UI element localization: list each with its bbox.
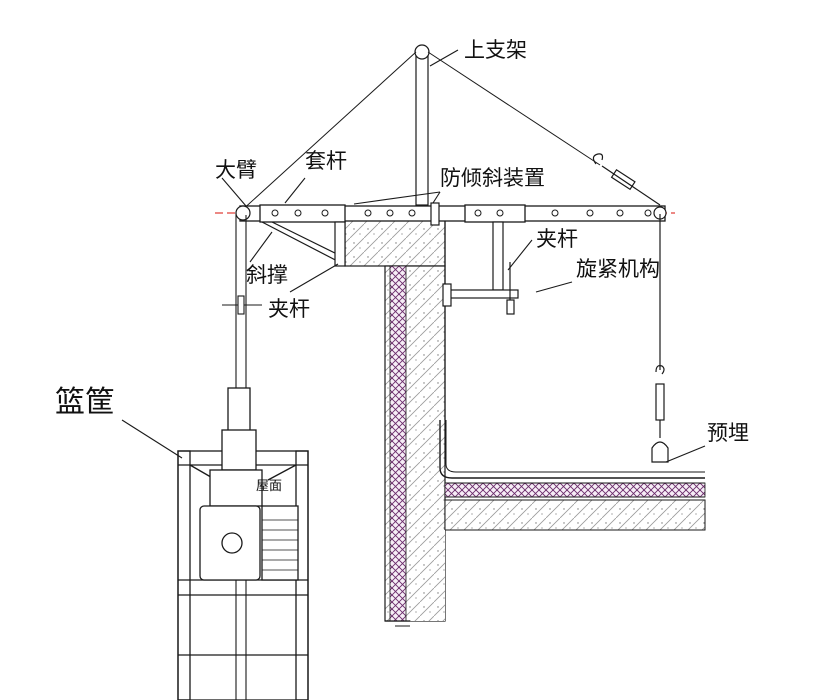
- label-upper-frame: 上支架: [464, 38, 527, 62]
- label-anti-tilt: 防倾斜装置: [440, 166, 545, 190]
- label-roof: 屋面: [256, 479, 282, 494]
- leader-lines: [121, 49, 706, 463]
- label-clamp-rod-left: 夹杆: [268, 297, 310, 321]
- label-tensioner: 旋紧机构: [576, 257, 660, 281]
- clamp-rod-right: [442, 221, 519, 315]
- tensioner: [592, 153, 669, 463]
- label-big-arm: 大臂: [215, 158, 257, 182]
- diagonal-brace: [261, 221, 346, 267]
- label-clamp-rod-right: 夹杆: [536, 227, 578, 251]
- label-embedded: 预埋: [707, 421, 749, 445]
- upper-frame: [239, 44, 601, 213]
- main-arm-beam: [235, 202, 667, 226]
- building-wall: [344, 217, 706, 627]
- label-sleeve-rod: 套杆: [305, 149, 347, 173]
- label-basket: 篮筐: [55, 385, 115, 420]
- basket: [177, 387, 309, 700]
- label-diagonal-brace: 斜撑: [246, 263, 288, 287]
